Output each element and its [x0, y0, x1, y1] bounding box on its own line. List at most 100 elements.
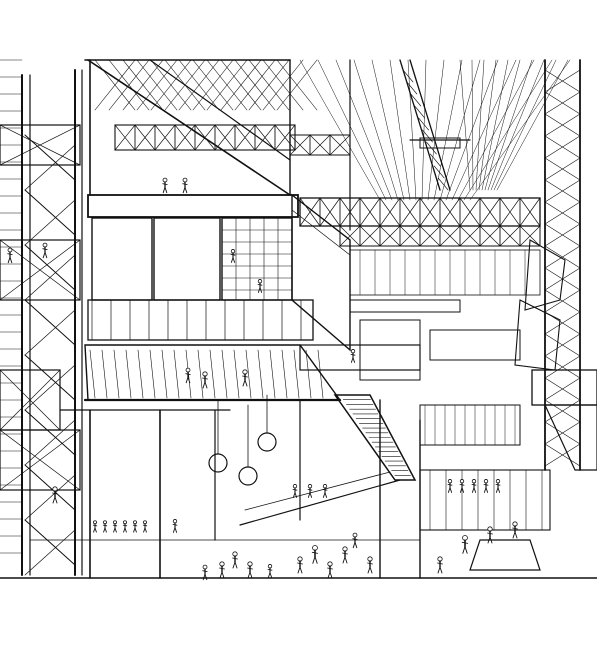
crowd-person-leg [483, 487, 487, 493]
crowd-person-leg [327, 571, 331, 579]
right-tower-brace [544, 443, 581, 467]
crowd-person-leg [471, 487, 475, 493]
block-side-line [291, 209, 351, 256]
gallery-rail [269, 349, 276, 399]
crowd-person-arms [132, 524, 138, 527]
crowd-person-arms [112, 524, 118, 527]
crowd-person-arms [512, 527, 518, 530]
crowd-person-arms [42, 248, 48, 251]
crowd-person-leg [267, 572, 271, 578]
crowd-person-leg [54, 496, 58, 504]
crowd-person-arms [437, 562, 443, 565]
roof-web [164, 59, 206, 111]
crowd-person-arms [142, 524, 148, 527]
crowd-person-leg [514, 531, 518, 539]
roof-web [206, 59, 248, 111]
roof-web [178, 59, 220, 111]
crowd-person-leg [134, 527, 137, 533]
sky-ray [478, 59, 497, 191]
bridge-lower-brace [419, 225, 441, 247]
gallery-rail [137, 349, 144, 399]
escalator-landing-edge [239, 479, 401, 526]
crowd-person-leg [249, 571, 253, 579]
sky-ray [433, 59, 463, 201]
tower-stair-flight [24, 254, 76, 301]
roof-services-box-brace [309, 134, 331, 156]
right-tower-brace [544, 223, 581, 247]
roof-lower-truss-brace [194, 124, 216, 151]
right-tower-brace [544, 421, 581, 445]
crowd-person-leg [202, 381, 206, 389]
gallery-rail [101, 349, 108, 399]
crowd-person-leg [464, 546, 468, 554]
crowd-person-leg [234, 561, 238, 569]
bridge-lower-brace [439, 225, 461, 247]
gallery-rail [317, 349, 324, 399]
escalator-landing-edge [244, 471, 391, 511]
crowd-person-arms [257, 283, 263, 286]
block-side-face [291, 193, 351, 352]
crowd-person-leg [259, 287, 263, 293]
crowd-person-leg [495, 487, 499, 493]
crowd-person-leg [232, 257, 236, 263]
right-tower-brace [544, 91, 581, 115]
crane-cab [419, 137, 461, 149]
crowd-person-leg [124, 527, 127, 533]
bridge-lower-brace [339, 225, 361, 247]
gallery-rail [293, 349, 300, 399]
roof-services-box-brace [329, 134, 351, 156]
tower-stair-flight [24, 299, 76, 346]
right-tower-brace [544, 245, 581, 269]
tower-stair-flight [24, 144, 76, 191]
sky-rays [299, 59, 571, 201]
crowd-person-arms [92, 524, 98, 527]
right-tower-brace [544, 135, 581, 159]
crowd-person-arms [297, 562, 303, 565]
sky-ray [439, 59, 481, 201]
sky-ray [335, 59, 393, 201]
gallery-rail [173, 349, 180, 399]
crowd-person-arms [342, 552, 348, 555]
crowd-person-arms [495, 483, 501, 486]
crowd-person-arms [242, 375, 248, 378]
block-lower-floor [87, 299, 314, 341]
bridge-upper-brace [339, 197, 361, 227]
crowd-person-arms [487, 532, 493, 535]
tower-cage-lower-brace [0, 369, 61, 431]
bridge-lower-brace [519, 225, 541, 247]
bridge-lower-brace [379, 225, 401, 247]
crowd-person-arms [172, 524, 178, 526]
crowd-person-arms [483, 483, 489, 486]
crowd-person-arms [307, 488, 313, 491]
block-roof-band [87, 194, 299, 218]
bridge-lower-brace [399, 225, 421, 247]
gallery-rail [113, 349, 120, 399]
tower-cage-mid-brace [0, 239, 81, 301]
crowd-person-leg [309, 492, 313, 498]
tower-stair-flight [24, 354, 76, 401]
pendant-globe-lights [208, 394, 277, 486]
crowd-person-leg [221, 571, 225, 579]
bridge-upper-brace [319, 197, 341, 227]
roof-services-box-brace [289, 134, 311, 156]
crowd-person-leg [461, 487, 465, 493]
crowd-person-leg [9, 256, 13, 264]
right-tower-base [544, 404, 597, 471]
crowd-person-leg [437, 566, 441, 574]
crowd-person-arms [311, 551, 319, 554]
roof-web [192, 59, 234, 111]
tower-cage-upper-brace [0, 124, 81, 166]
bridge-upper-brace [459, 197, 481, 227]
roof-web [94, 59, 136, 111]
crowd-person-leg [307, 492, 311, 498]
crane-brace [433, 165, 445, 179]
gallery-stair-core [359, 319, 421, 381]
crowd-person-leg [367, 566, 371, 574]
crowd-person-leg [269, 572, 273, 578]
roof-diagonal-chord [87, 59, 291, 196]
crowd-person-leg [257, 287, 261, 293]
sky-ray [371, 59, 405, 201]
tower-stair-flight [24, 519, 76, 566]
roof-space-frame [84, 59, 351, 231]
